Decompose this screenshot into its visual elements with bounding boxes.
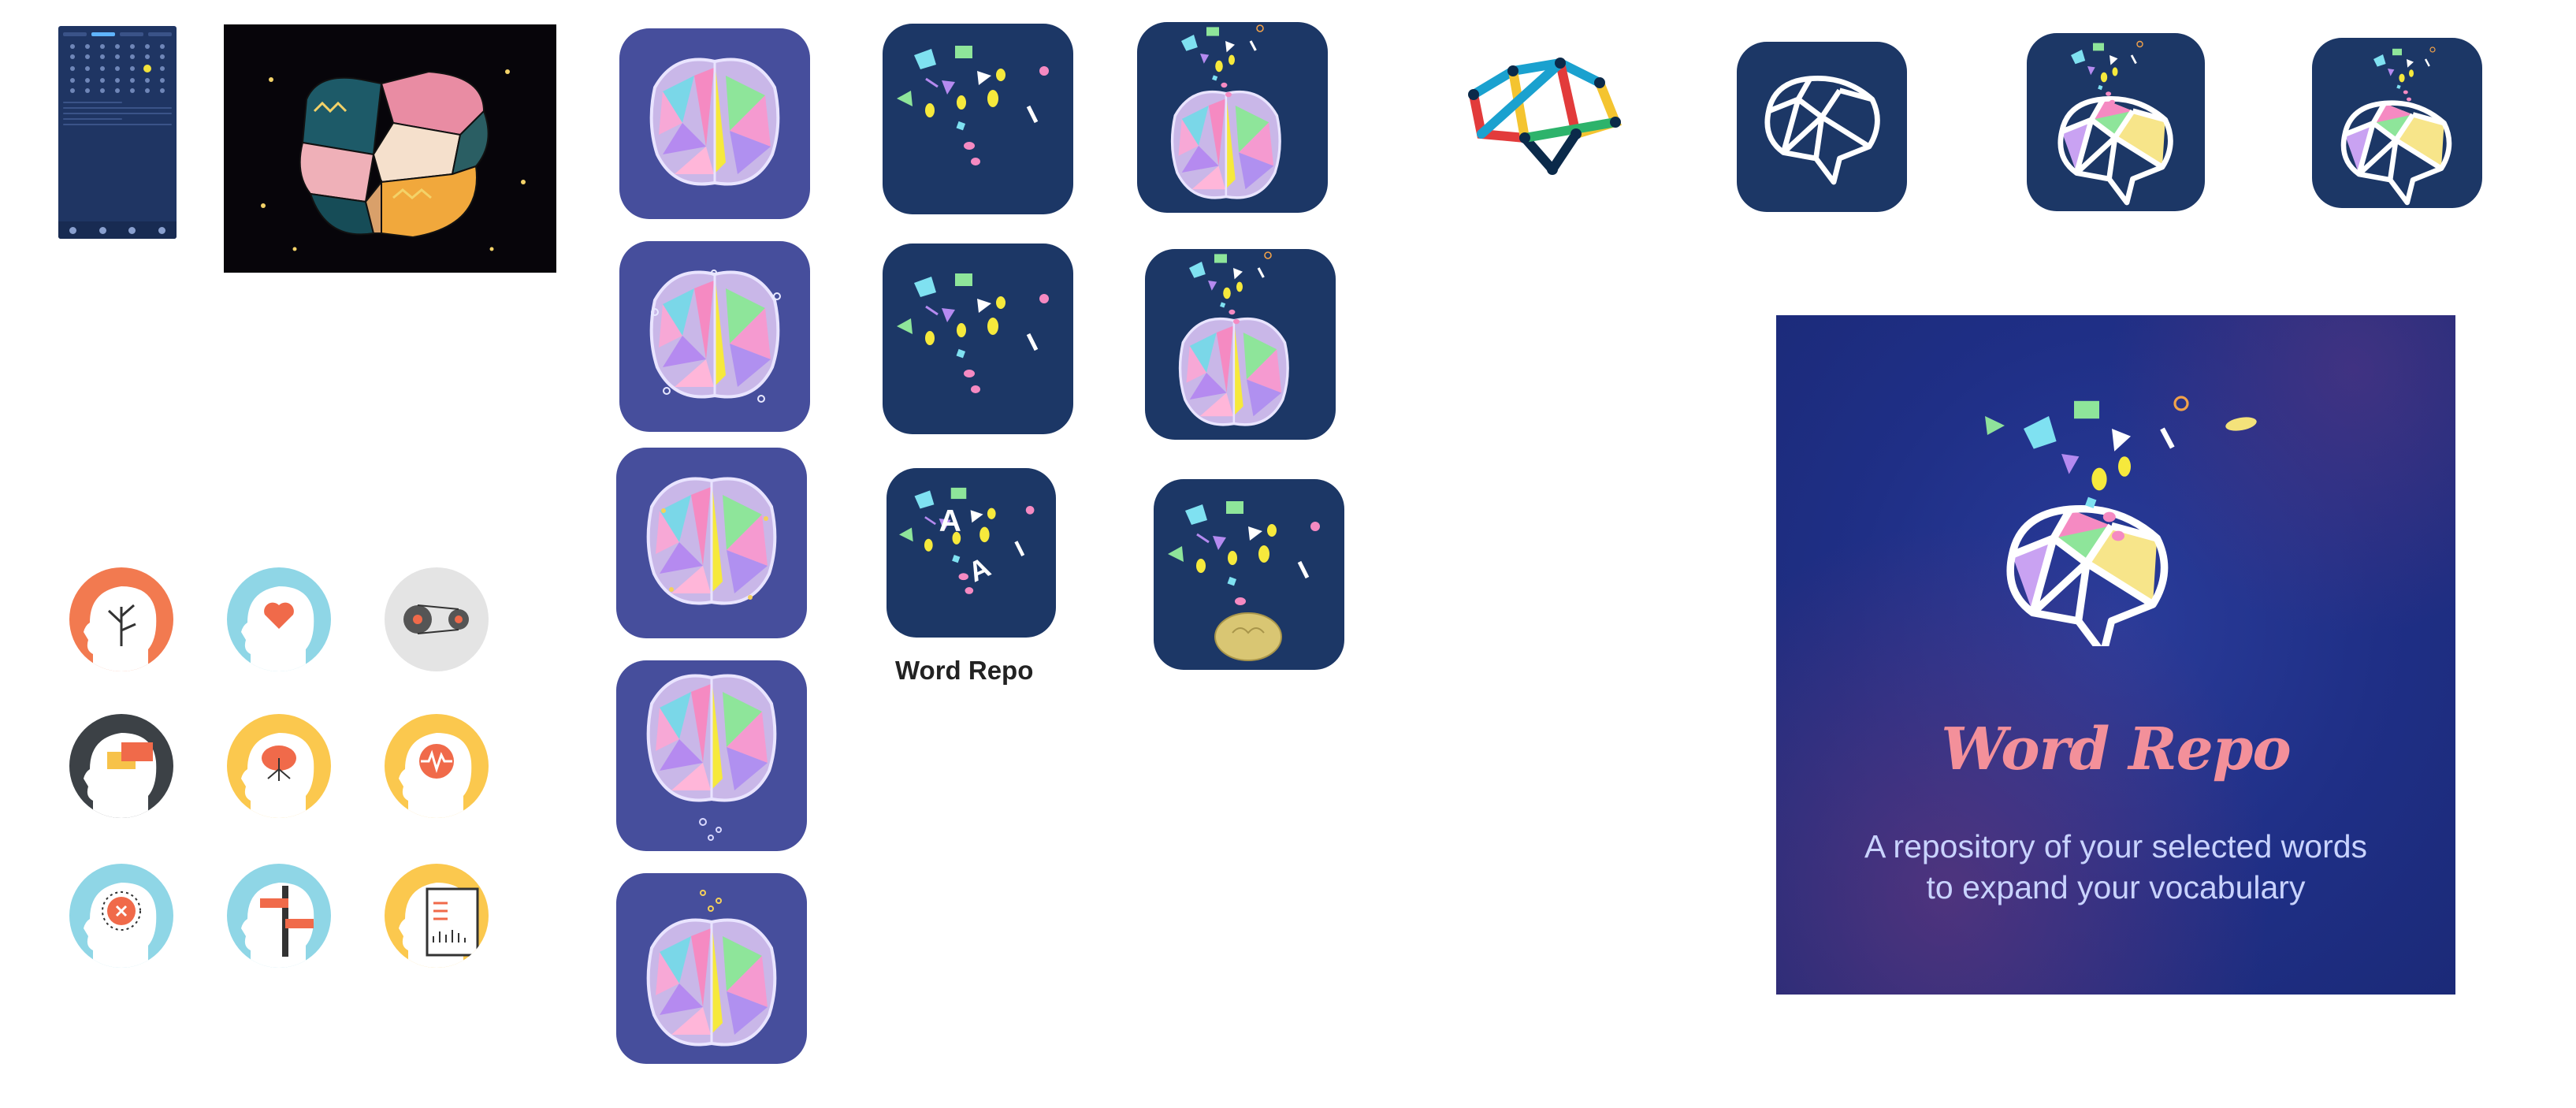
confetti-brain-tile-2 (1145, 249, 1336, 440)
purple-brain-tile-3 (616, 448, 807, 638)
white-brain-colored-tile-2 (2312, 38, 2482, 208)
confetti-brain-tile-1 (1137, 22, 1328, 213)
signpost-head-icon (227, 864, 331, 968)
white-brain-colored-tile-1 (2027, 33, 2205, 211)
poster-title: Word Repo (1941, 716, 2292, 783)
colorful-line-brain-icon (1458, 47, 1631, 189)
chart-board-head-icon (385, 864, 489, 968)
svg-text:A: A (939, 504, 961, 538)
phone-calendar-mockup (58, 26, 177, 239)
confetti-letters-tile: A A (887, 468, 1056, 638)
purple-brain-tile-5 (616, 873, 807, 1064)
poster-tagline-line-2: to expand your vocabulary (1926, 869, 2306, 905)
chat-head-icon (69, 714, 173, 818)
poster-tagline-line-1: A repository of your selected words (1864, 828, 2368, 864)
white-brain-tile (1737, 42, 1907, 212)
phone-calendar-grid (58, 39, 177, 98)
pulse-head-icon (385, 714, 489, 818)
tree-head-icon (69, 567, 173, 671)
cross-head-icon (69, 864, 173, 968)
phone-tab-bar (58, 221, 177, 239)
word-repo-poster: Word Repo A repository of your selected … (1776, 315, 2455, 995)
brain-head-icon (227, 714, 331, 818)
gear-head-icon (385, 567, 489, 671)
confetti-tile-2 (883, 244, 1073, 434)
confetti-gold-brain-tile (1154, 479, 1344, 670)
heart-head-icon (227, 567, 331, 671)
phone-tabs (58, 26, 177, 39)
purple-brain-tile-4 (616, 660, 807, 851)
purple-brain-tile-2 (619, 241, 810, 432)
confetti-tile-1 (883, 24, 1073, 214)
purple-brain-tile-1 (619, 28, 810, 219)
patchwork-brain-illustration (224, 24, 556, 273)
word-repo-caption: Word Repo (895, 656, 1034, 685)
poster-tagline: A repository of your selected words to e… (1776, 826, 2455, 908)
poster-brain-logo (1985, 315, 2257, 646)
svg-text:A: A (964, 551, 995, 588)
